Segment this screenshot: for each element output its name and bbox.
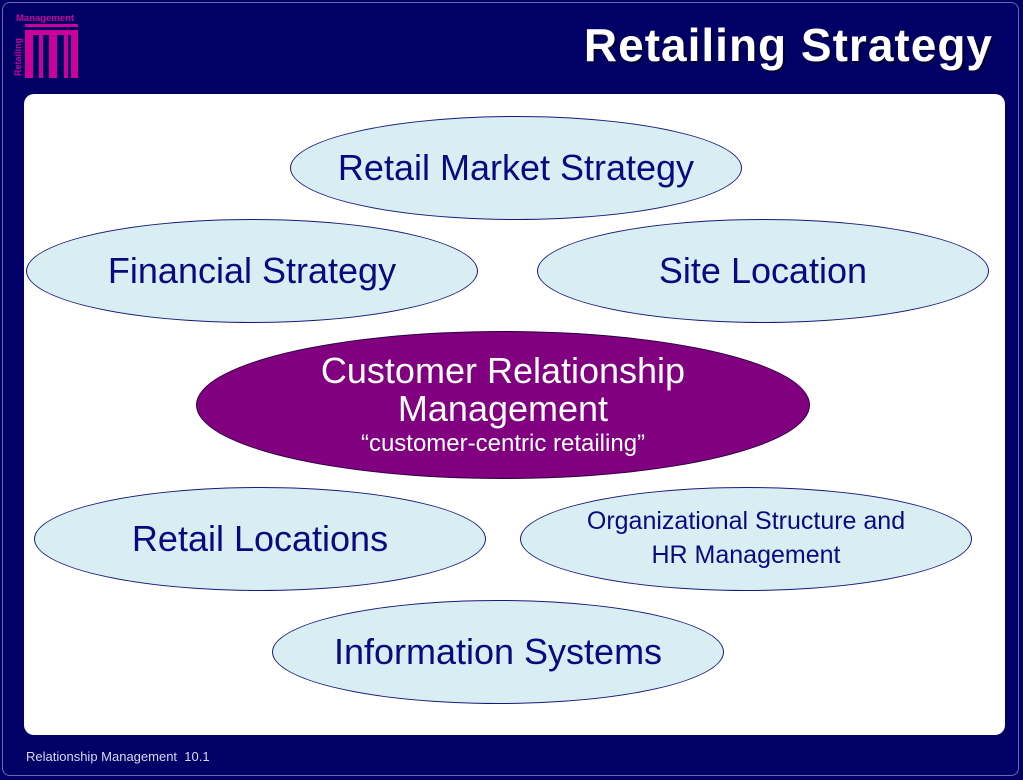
financial-strategy-node: Financial Strategy xyxy=(26,219,478,323)
site-location-label: Site Location xyxy=(658,250,868,292)
svg-text:Management: Management xyxy=(16,13,75,24)
site-location-node: Site Location xyxy=(537,219,989,323)
footer-text: Relationship Management 10.1 xyxy=(26,749,210,764)
customer-relationship-management-node: Customer Relationship Management “custom… xyxy=(196,331,810,479)
svg-text:Retailing: Retailing xyxy=(13,38,23,76)
retail-market-strategy-label: Retail Market Strategy xyxy=(337,147,695,189)
retail-locations-node: Retail Locations xyxy=(34,487,486,591)
information-systems-label: Information Systems xyxy=(333,631,663,673)
slide-title: Retailing Strategy xyxy=(583,19,993,71)
retailing-management-logo: Management Retailing xyxy=(13,13,78,78)
crm-sublabel: “customer-centric retailing” xyxy=(360,430,646,457)
retail-locations-label: Retail Locations xyxy=(131,518,389,560)
financial-strategy-label: Financial Strategy xyxy=(107,250,397,292)
crm-label: Customer Relationship Management xyxy=(320,350,686,430)
organizational-structure-label: Organizational Structure and HR Manageme… xyxy=(586,507,906,569)
retail-market-strategy-node: Retail Market Strategy xyxy=(290,116,742,220)
organizational-structure-node: Organizational Structure and HR Manageme… xyxy=(520,487,972,591)
information-systems-node: Information Systems xyxy=(272,600,724,704)
